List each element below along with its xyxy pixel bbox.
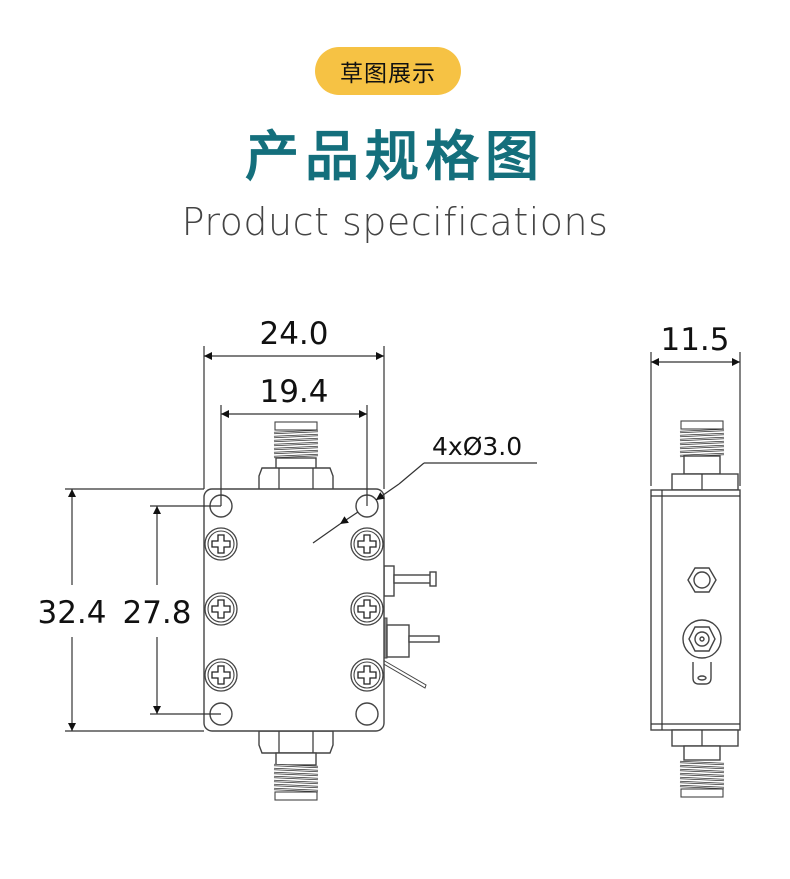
dim-hole-spacing-width-label: 19.4 bbox=[259, 374, 328, 410]
housing-outline bbox=[203, 488, 385, 732]
hole-callout: 4xØ3.0 bbox=[312, 432, 537, 544]
dim-thickness-label: 11.5 bbox=[660, 322, 729, 358]
dim-thickness: 11.5 bbox=[650, 322, 741, 486]
dim-hole-spacing-height: 27.8 bbox=[122, 505, 221, 715]
top-connector bbox=[258, 420, 334, 491]
side-housing bbox=[650, 489, 741, 731]
side-hex-nut bbox=[687, 567, 717, 593]
side-top-connector bbox=[671, 419, 739, 491]
page-subtitle: Product specifications bbox=[181, 200, 609, 244]
dim-overall-width-label: 24.0 bbox=[259, 316, 328, 352]
section-badge: 草图展示 bbox=[315, 47, 461, 95]
page-title: 产品规格图 bbox=[245, 125, 545, 188]
front-view: 24.0 19.4 32.4 27.8 bbox=[37, 316, 537, 802]
side-feedthrough bbox=[682, 619, 722, 685]
hole-note-label: 4xØ3.0 bbox=[432, 432, 522, 461]
dim-hole-spacing-width: 19.4 bbox=[220, 374, 368, 506]
side-bottom-connector bbox=[671, 729, 739, 799]
bottom-connector bbox=[258, 730, 334, 802]
dim-overall-height-label: 32.4 bbox=[37, 595, 106, 631]
dim-overall-width: 24.0 bbox=[203, 316, 385, 489]
side-view: 11.5 bbox=[650, 322, 741, 799]
dim-hole-spacing-height-label: 27.8 bbox=[122, 595, 191, 631]
dim-overall-height: 32.4 bbox=[37, 488, 204, 732]
side-pins bbox=[381, 565, 440, 689]
